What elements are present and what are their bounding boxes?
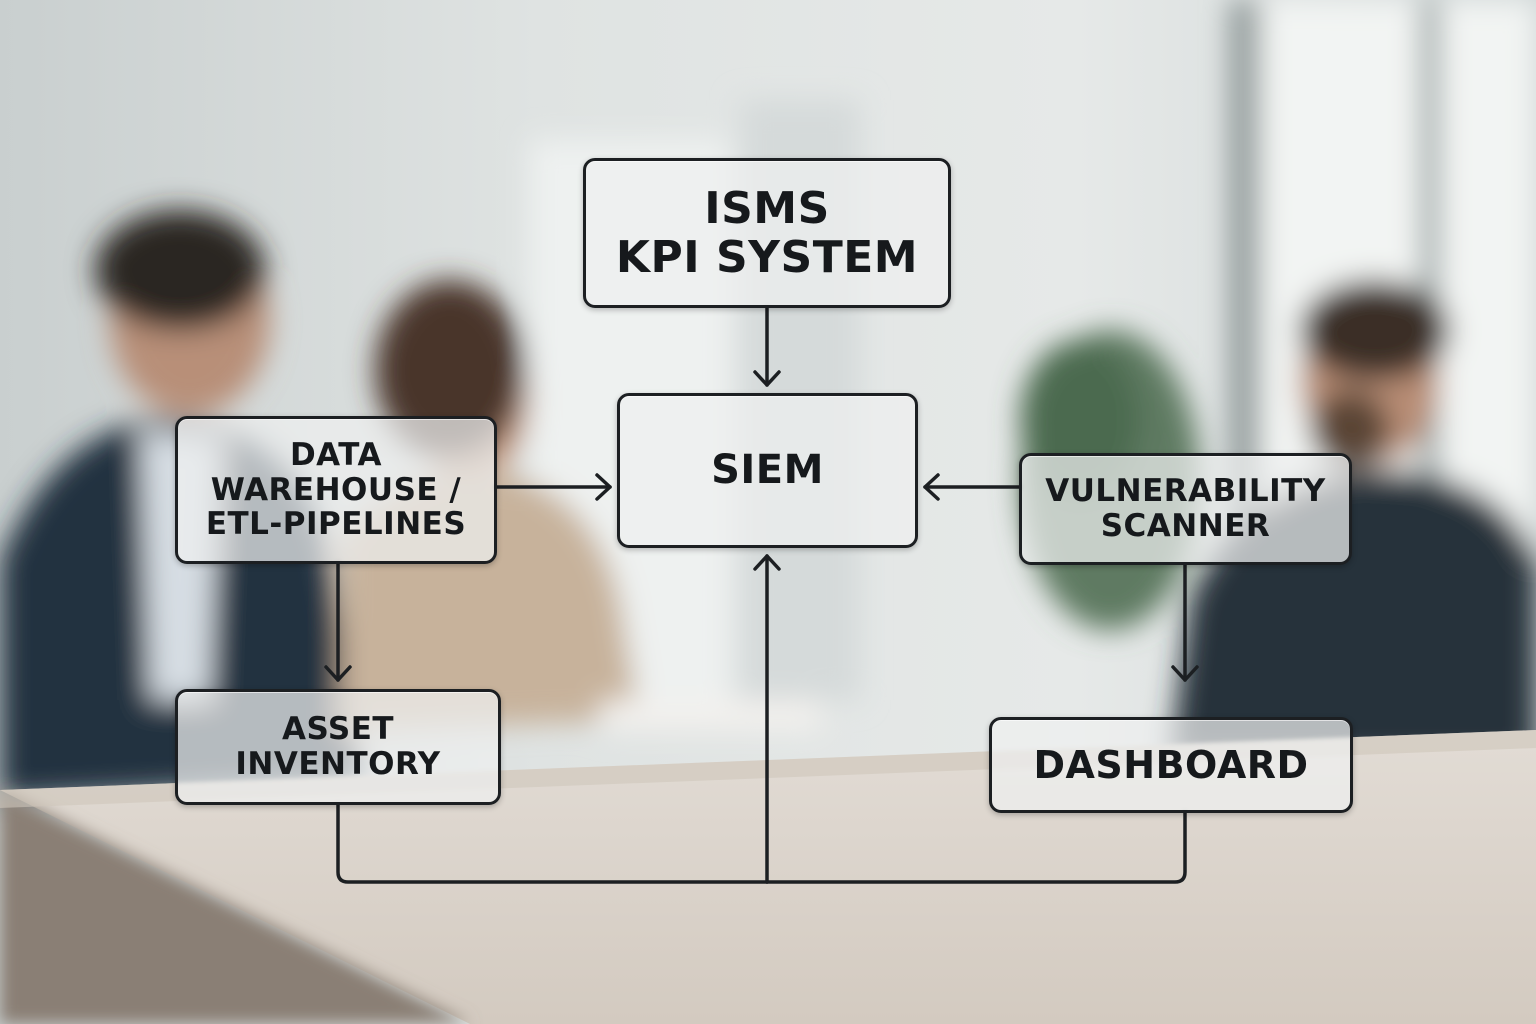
arrowhead-dw-to-asset <box>324 665 352 682</box>
node-vulnerability-scanner-label: VULNERABILITY SCANNER <box>1045 473 1326 544</box>
arrowhead-loop-to-siem <box>753 554 781 571</box>
arrowhead-isms-to-siem <box>753 370 781 387</box>
edge-dash-to-loop <box>765 811 1187 884</box>
node-vulnerability-scanner: VULNERABILITY SCANNER <box>1019 453 1352 565</box>
arrowhead-vs-to-dash <box>1171 665 1199 682</box>
arrowhead-dw-to-siem <box>595 473 612 501</box>
edge-asset-to-loop <box>336 803 769 884</box>
node-isms-kpi-system: ISMS KPI SYSTEM <box>583 158 951 308</box>
node-siem: SIEM <box>617 393 918 548</box>
node-asset-inventory-label: ASSET INVENTORY <box>235 711 441 782</box>
node-isms-label: ISMS KPI SYSTEM <box>615 182 919 283</box>
node-asset-inventory: ASSET INVENTORY <box>175 689 501 805</box>
node-data-warehouse-label: DATA WAREHOUSE / ETL-PIPELINES <box>205 436 467 543</box>
node-data-warehouse: DATA WAREHOUSE / ETL-PIPELINES <box>175 416 497 564</box>
node-siem-label: SIEM <box>711 447 824 494</box>
arrowhead-vs-to-siem <box>923 473 940 501</box>
node-dashboard-label: DASHBOARD <box>1033 742 1309 787</box>
node-dashboard: DASHBOARD <box>989 717 1353 813</box>
